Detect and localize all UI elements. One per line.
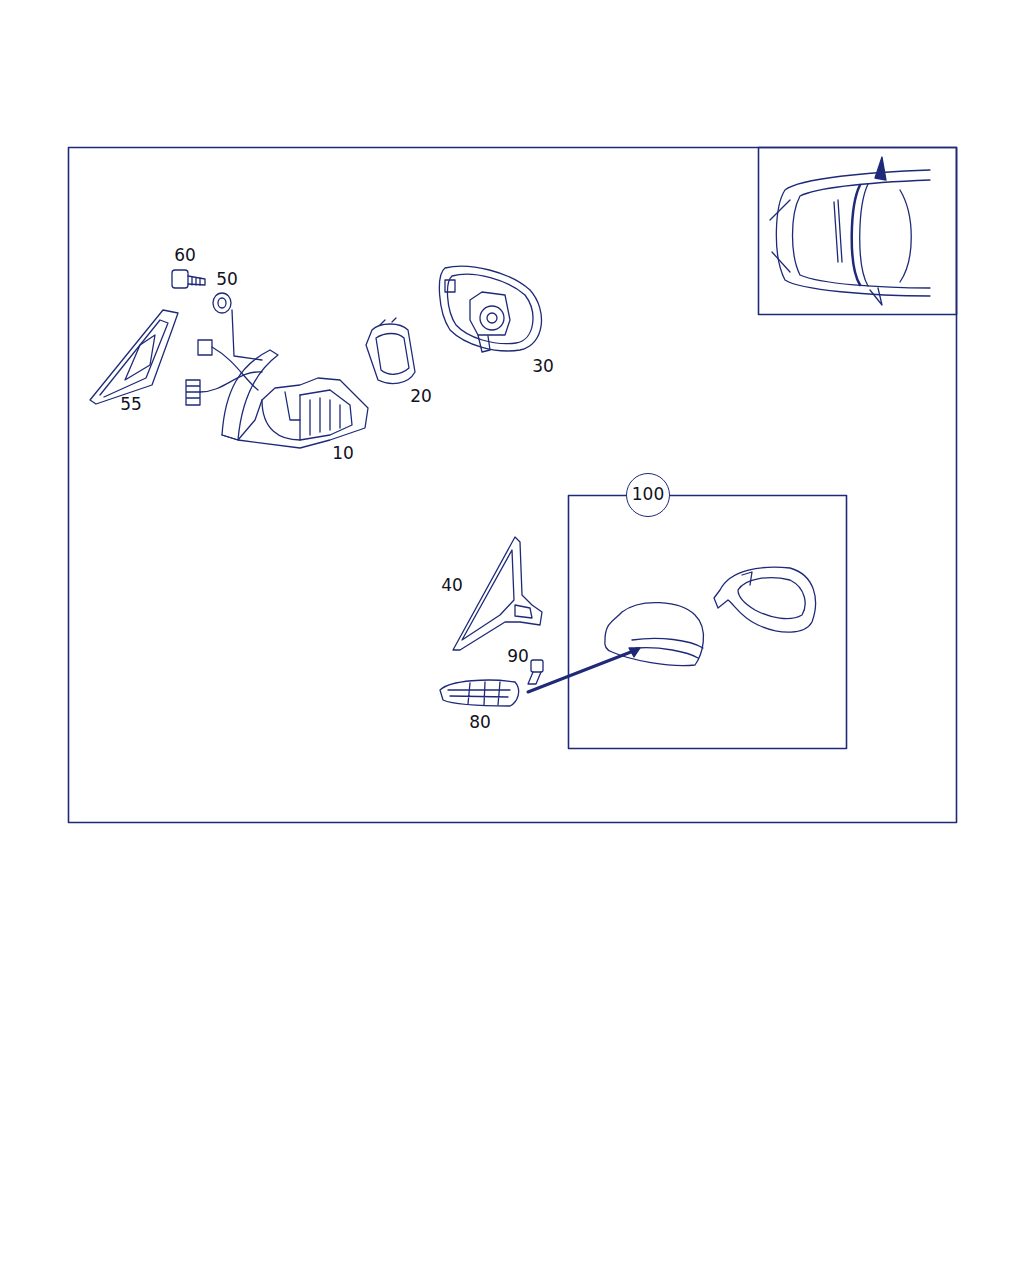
callout-number: 20	[410, 388, 432, 405]
callout-number: 80	[469, 714, 491, 731]
callout-number: 50	[216, 271, 238, 288]
cover-plate-55	[90, 310, 178, 404]
callout-number: 55	[120, 396, 142, 413]
callout-number: 30	[532, 358, 554, 375]
callout-number: 10	[332, 445, 354, 462]
car-top-view	[770, 157, 930, 305]
mirror-glass-30	[439, 266, 541, 352]
grommet-50	[213, 293, 262, 360]
callout-number: 90	[507, 648, 529, 665]
mirror-housing	[605, 567, 816, 665]
assembly-frame-100	[569, 496, 847, 749]
callout-number: 100	[632, 486, 664, 503]
motor-20	[366, 318, 415, 384]
bolt-60	[172, 270, 205, 288]
inset-frame	[759, 148, 957, 315]
callout-circle: 100	[626, 473, 670, 517]
turn-signal-80	[440, 648, 640, 706]
callout-number: 60	[174, 247, 196, 264]
screw-90	[528, 660, 543, 684]
outer-frame	[69, 148, 957, 823]
mirror-bracket-40	[453, 537, 542, 650]
mirror-base-10	[186, 340, 368, 448]
callout-number: 40	[441, 577, 463, 594]
